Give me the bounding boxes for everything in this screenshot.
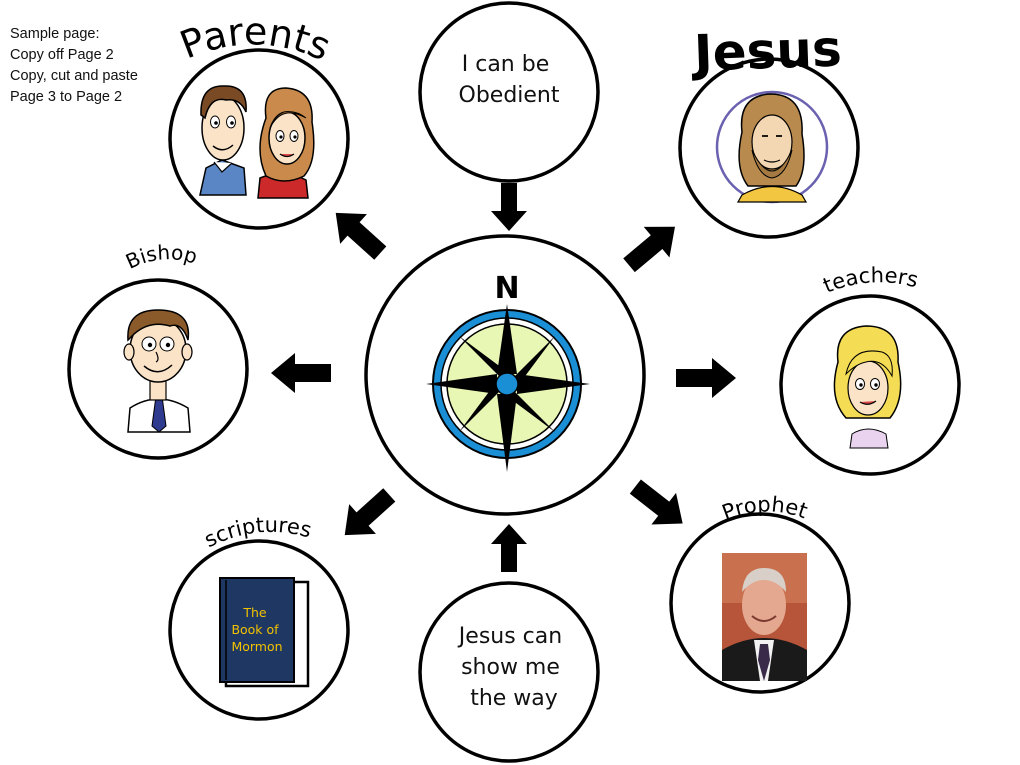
bottom-circle [418,581,600,763]
arrow-right-icon [676,358,736,398]
prophet-photo [722,553,807,681]
sample-page-note: Sample page: Copy off Page 2 Copy, cut a… [10,24,138,108]
center-circle [364,234,646,516]
note-line-1: Sample page: [10,26,100,42]
book-title: The Book of Mormon [231,605,282,654]
note-line-4: Page 3 to Page 2 [10,89,123,105]
teachers-label: teachers [820,263,921,298]
arrow-down-left-icon [344,488,396,536]
parents-circle [168,48,350,230]
parents-illustration [199,85,315,199]
parents-label: Parents [174,9,337,69]
note-line-3: Copy, cut and paste [10,68,138,84]
arrow-up-left-icon [335,212,387,260]
compass-north-label: N [494,271,519,306]
note-line-2: Copy off Page 2 [10,47,114,63]
arrow-up-icon [491,524,527,572]
arrow-up-right-icon [623,226,675,273]
bishop-label: Bishop [122,240,200,274]
top-circle [418,1,600,183]
arrow-down-right-icon [629,479,683,525]
teacher-illustration [833,325,902,449]
scriptures-circle [168,539,350,721]
jesus-circle [678,57,860,239]
arrow-down-icon [491,183,527,231]
scriptures-label: scriptures [200,513,314,552]
bottom-circle-text: Jesus can show me the way [457,624,569,711]
arrows [271,183,736,572]
prophet-label: Prophet [719,492,811,525]
arrow-left-icon [271,353,331,393]
prophet-circle [669,512,851,694]
jesus-label: Jesus [690,19,843,82]
bishop-illustration [123,309,193,433]
teachers-circle [779,294,961,476]
compass-rose-icon [426,304,590,472]
top-circle-text: I can be Obedient [459,52,560,108]
book-of-mormon-icon: The Book of Mormon [219,577,310,688]
bishop-circle [67,278,249,460]
jesus-illustration [715,90,829,204]
